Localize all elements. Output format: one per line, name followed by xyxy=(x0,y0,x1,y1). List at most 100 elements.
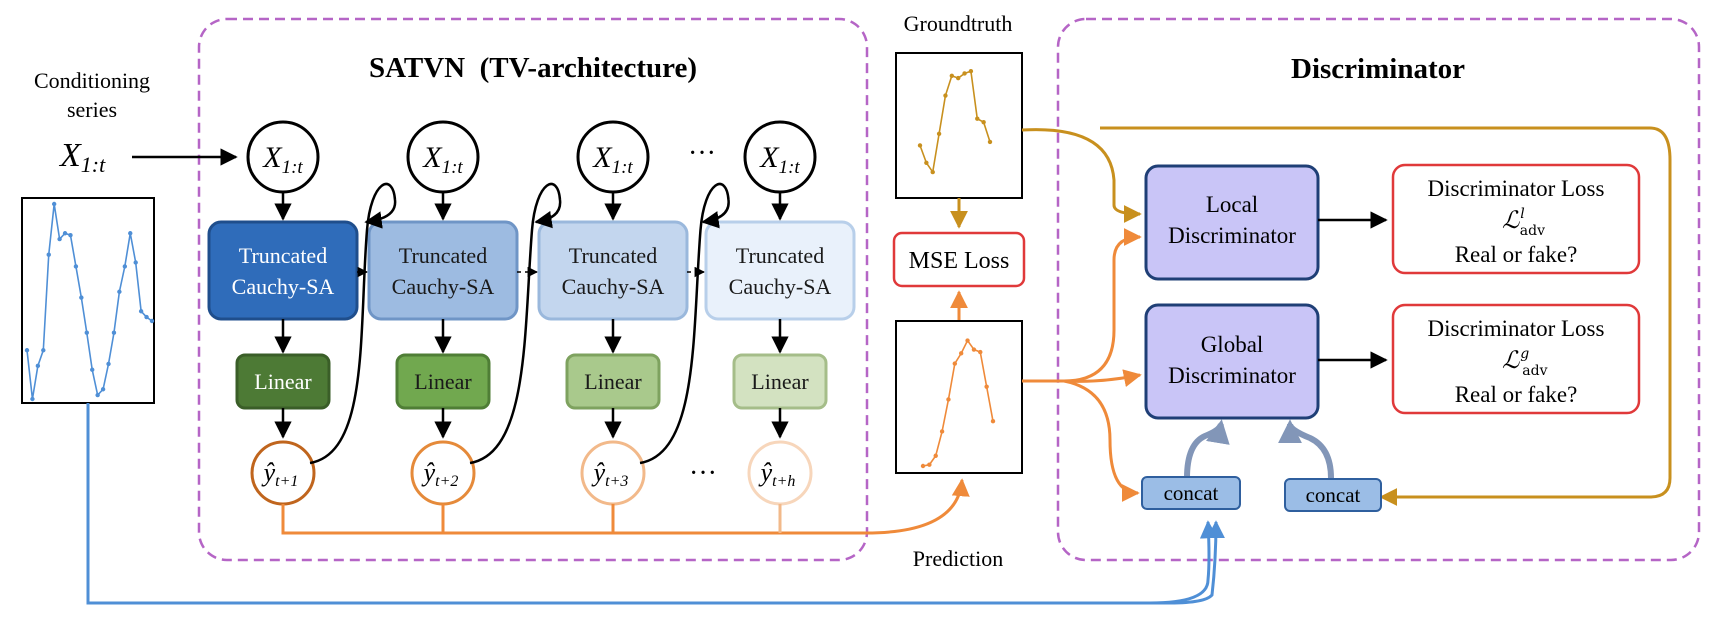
truncated-cauchy-sa-box-1 xyxy=(207,220,359,321)
conditioning-point xyxy=(35,363,41,369)
conditioning-series-plot xyxy=(24,201,155,402)
discriminator-title: Discriminator xyxy=(1291,53,1465,85)
mse-loss-box xyxy=(892,231,1026,288)
groundtruth-to-local-arrow xyxy=(1021,128,1142,223)
conditioning-point xyxy=(149,318,155,324)
discriminator-region xyxy=(1056,17,1701,562)
conditioning-symbol: X1:t xyxy=(58,137,106,177)
truncated-cauchy-sa-box-4 xyxy=(704,220,856,321)
global-loss-box xyxy=(1391,303,1641,415)
global-loss-question: Real or fake? xyxy=(1455,382,1578,407)
feedback-arrow-1 xyxy=(309,182,397,465)
conditioning-series-chart xyxy=(21,197,155,404)
output-node-label-3: ŷt+3 xyxy=(591,458,629,490)
conditioning-point xyxy=(68,233,73,238)
concat-box-2 xyxy=(1284,478,1382,512)
global-loss-label: Discriminator Loss xyxy=(1428,316,1605,341)
linear-label-3: Linear xyxy=(584,369,642,394)
concat1-to-global-arrow xyxy=(1184,419,1230,479)
groundtruth-point xyxy=(987,139,993,145)
groundtruth-point xyxy=(936,131,942,136)
linear-label-1: Linear xyxy=(254,369,312,394)
conditioning-point xyxy=(117,289,122,294)
concat2-to-global-arrow xyxy=(1278,419,1334,479)
groundtruth-point xyxy=(962,71,967,76)
groundtruth-chart xyxy=(895,52,1023,199)
conditioning-to-concat-route xyxy=(86,403,1225,605)
feedback-arrow-3 xyxy=(639,182,730,465)
conditioning-point xyxy=(138,309,144,314)
prediction-point xyxy=(946,397,951,402)
conditioning-point xyxy=(24,348,30,353)
conditioning-point xyxy=(30,396,35,402)
sa-label-line2-2: Cauchy-SA xyxy=(392,274,495,299)
conditioning-point xyxy=(90,367,95,372)
prediction-to-local-arrow xyxy=(1022,228,1142,383)
prediction-point xyxy=(927,462,932,467)
conditioning-point xyxy=(128,231,133,236)
ellipsis-bottom: ··· xyxy=(689,458,717,489)
sa-label-line1-3: Truncated xyxy=(569,243,657,268)
prediction-point xyxy=(971,347,977,352)
truncated-cauchy-sa-box-2 xyxy=(367,220,519,321)
local-discriminator-label-2: Discriminator xyxy=(1168,223,1296,248)
prediction-point xyxy=(920,463,926,469)
concat-label-1: concat xyxy=(1164,481,1219,505)
groundtruth-point xyxy=(930,169,935,175)
ellipsis-top: ··· xyxy=(688,138,716,169)
prediction-point xyxy=(990,419,996,424)
linear-label-2: Linear xyxy=(414,369,472,394)
groundtruth-point xyxy=(949,73,955,79)
global-discriminator-label-1: Global xyxy=(1201,332,1264,357)
prediction-point xyxy=(939,429,945,434)
conditioning-point xyxy=(111,330,117,335)
sa-label-line2-3: Cauchy-SA xyxy=(562,274,665,299)
prediction-point xyxy=(978,349,983,355)
conditioning-point xyxy=(51,201,57,207)
satvn-title: SATVN (TV-architecture) xyxy=(369,52,697,84)
conditioning-point xyxy=(100,387,106,392)
input-node-label-1: X1:t xyxy=(262,141,303,178)
truncated-cauchy-sa-box-3 xyxy=(537,220,689,321)
conditioning-point xyxy=(106,361,111,367)
conditioning-point xyxy=(144,314,149,320)
conditioning-point xyxy=(62,231,68,236)
prediction-chart xyxy=(895,320,1023,474)
conditioning-point xyxy=(84,330,89,335)
prediction-bus xyxy=(281,478,970,535)
conditioning-point xyxy=(41,348,46,353)
concat-box-1 xyxy=(1141,476,1241,510)
prediction-to-concat1-arrow xyxy=(1063,379,1140,502)
input-node-label-3: X1:t xyxy=(592,141,633,178)
prediction-to-global-arrow xyxy=(1063,369,1142,388)
sa-label-line1-1: Truncated xyxy=(239,243,327,268)
conditioning-line xyxy=(26,203,153,400)
conditioning-label-line2: series xyxy=(67,97,117,122)
prediction-plot xyxy=(920,338,996,469)
groundtruth-point xyxy=(943,93,948,98)
prediction-point xyxy=(984,384,989,389)
sa-label-line2-1: Cauchy-SA xyxy=(232,274,335,299)
conditioning-label-line1: Conditioning xyxy=(34,68,150,93)
output-node-label-4: ŷt+h xyxy=(758,458,796,490)
local-loss-box xyxy=(1391,163,1641,275)
input-node-label-2: X1:t xyxy=(422,141,463,178)
groundtruth-plot xyxy=(917,68,993,175)
conditioning-point xyxy=(133,260,138,265)
conditioning-point xyxy=(122,264,128,269)
groundtruth-point xyxy=(917,143,923,148)
groundtruth-point xyxy=(981,120,986,125)
sa-label-line1-2: Truncated xyxy=(399,243,487,268)
conditioning-point xyxy=(73,264,79,269)
prediction-point xyxy=(952,361,958,366)
global-discriminator-label-2: Discriminator xyxy=(1168,363,1296,388)
prediction-point xyxy=(965,338,970,343)
satvn-blocks: X1:tTruncatedCauchy-SALinearŷt+1X1:tTrun… xyxy=(207,120,856,506)
mse-loss-label: MSE Loss xyxy=(909,248,1010,274)
output-node-label-1: ŷt+1 xyxy=(261,458,299,490)
